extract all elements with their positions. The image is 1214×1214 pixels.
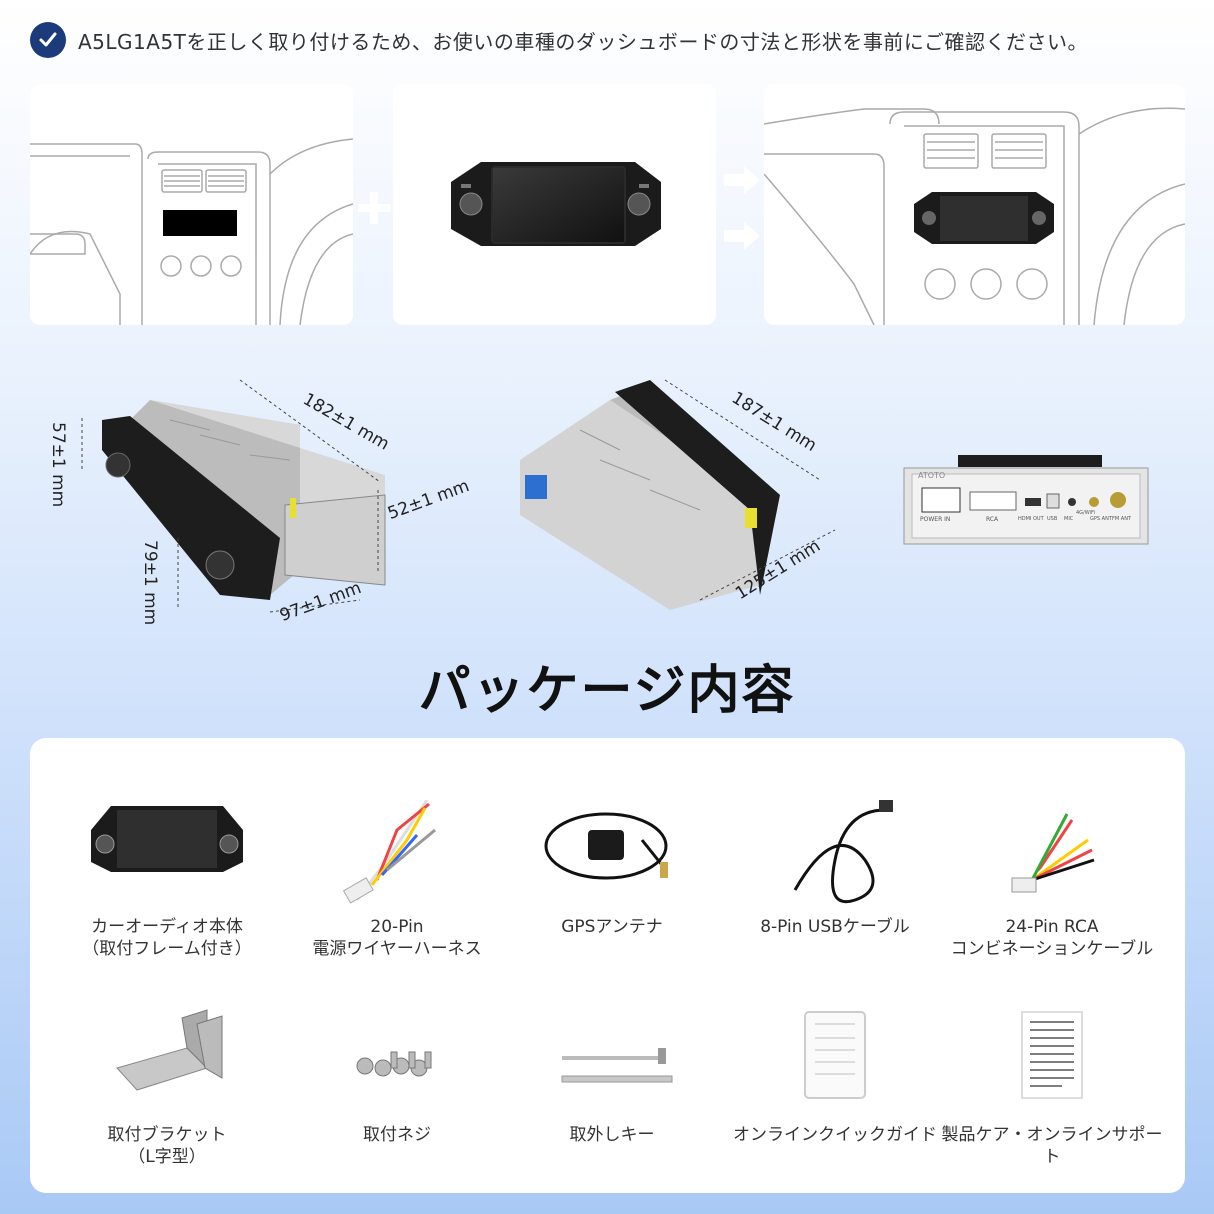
- rear-brand: ATOTO: [918, 471, 946, 480]
- package-item-product-care: 製品ケア・オンラインサポート: [937, 1008, 1167, 1168]
- item-label: 20-Pin: [370, 917, 424, 937]
- installed-dashboard-panel: [764, 84, 1185, 325]
- dimension-diagram: 57±1 mm 182±1 mm 52±1 mm 79±1 mm 97±1 mm…: [0, 360, 1214, 640]
- arrow-right-icon: [722, 162, 762, 198]
- screws-image: [317, 1008, 477, 1118]
- dim-height-front: 57±1 mm: [48, 422, 68, 508]
- rear-label-mic: MIC: [1064, 516, 1074, 522]
- rear-label-power: POWER IN: [920, 516, 951, 523]
- dimension-illustrations: [81, 379, 1149, 613]
- installed-illustration: [764, 107, 1185, 325]
- head-unit-illustration: [451, 162, 661, 246]
- dashboard-slot-illustration: [30, 138, 353, 325]
- removal-key-image: [532, 1008, 692, 1118]
- quick-guide-icon: [755, 1008, 915, 1118]
- rear-label-hdmi: HDMI OUT: [1018, 516, 1044, 522]
- package-item-usb-cable: 8-Pin USBケーブル: [720, 800, 950, 938]
- rca-cable-image: [972, 800, 1132, 910]
- item-label: オンラインクイックガイド: [733, 1125, 937, 1145]
- package-item-removal-key: 取外しキー: [497, 1008, 727, 1146]
- section-title: パッケージ内容: [418, 661, 796, 721]
- rear-label-fm: FM ANT: [1112, 516, 1131, 522]
- item-sublabel: コンビネーションケーブル: [950, 939, 1154, 959]
- empty-dashboard-panel: [30, 84, 353, 325]
- item-sublabel: 電源ワイヤーハーネス: [312, 939, 482, 959]
- dim-face-height: 79±1 mm: [140, 540, 160, 626]
- rear-label-usb: USB: [1047, 516, 1058, 522]
- item-label: 取付ブラケット: [107, 1125, 227, 1145]
- package-item-gps-antenna: GPSアンテナ: [497, 800, 727, 938]
- rear-label-rca: RCA: [986, 516, 999, 523]
- bracket-image: [87, 1008, 247, 1118]
- check-circle-icon: [30, 22, 66, 58]
- package-item-head-unit: カーオーディオ本体（取付フレーム付き）: [52, 800, 282, 960]
- package-item-quick-guide: オンラインクイックガイド: [720, 1008, 950, 1146]
- arrow-right-icon: [722, 218, 762, 254]
- usb-cable-image: [755, 800, 915, 910]
- gps-antenna-image: [532, 800, 692, 910]
- wire-harness-image: [317, 799, 477, 910]
- item-sublabel: （取付フレーム付き）: [82, 939, 252, 959]
- item-label: 取外しキー: [569, 1125, 655, 1145]
- header-text: A5LG1A5Tを正しく取り付けるため、お使いの車種のダッシュボードの寸法と形状…: [78, 29, 1088, 54]
- item-label: 24-Pin RCA: [1005, 917, 1099, 937]
- header: A5LG1A5Tを正しく取り付けるため、お使いの車種のダッシュボードの寸法と形状…: [30, 20, 1088, 60]
- package-item-screws: 取付ネジ: [282, 1008, 512, 1146]
- head-unit-panel: [393, 84, 716, 325]
- rear-label-4g: 4G/WiFi: [1076, 510, 1095, 516]
- item-label: GPSアンテナ: [561, 917, 663, 937]
- package-item-bracket: 取付ブラケット（L字型）: [52, 1008, 282, 1168]
- item-label: 取付ネジ: [363, 1125, 431, 1145]
- item-label: 8-Pin USBケーブル: [760, 917, 910, 937]
- head-unit-image: [87, 800, 247, 910]
- plus-icon: [356, 190, 392, 226]
- item-sublabel: （L字型）: [128, 1147, 206, 1167]
- item-label: 製品ケア・オンラインサポート: [941, 1125, 1163, 1167]
- rear-label-gps: GPS ANT: [1090, 516, 1112, 522]
- product-care-document-icon: [972, 1008, 1132, 1118]
- item-label: カーオーディオ本体: [91, 917, 243, 937]
